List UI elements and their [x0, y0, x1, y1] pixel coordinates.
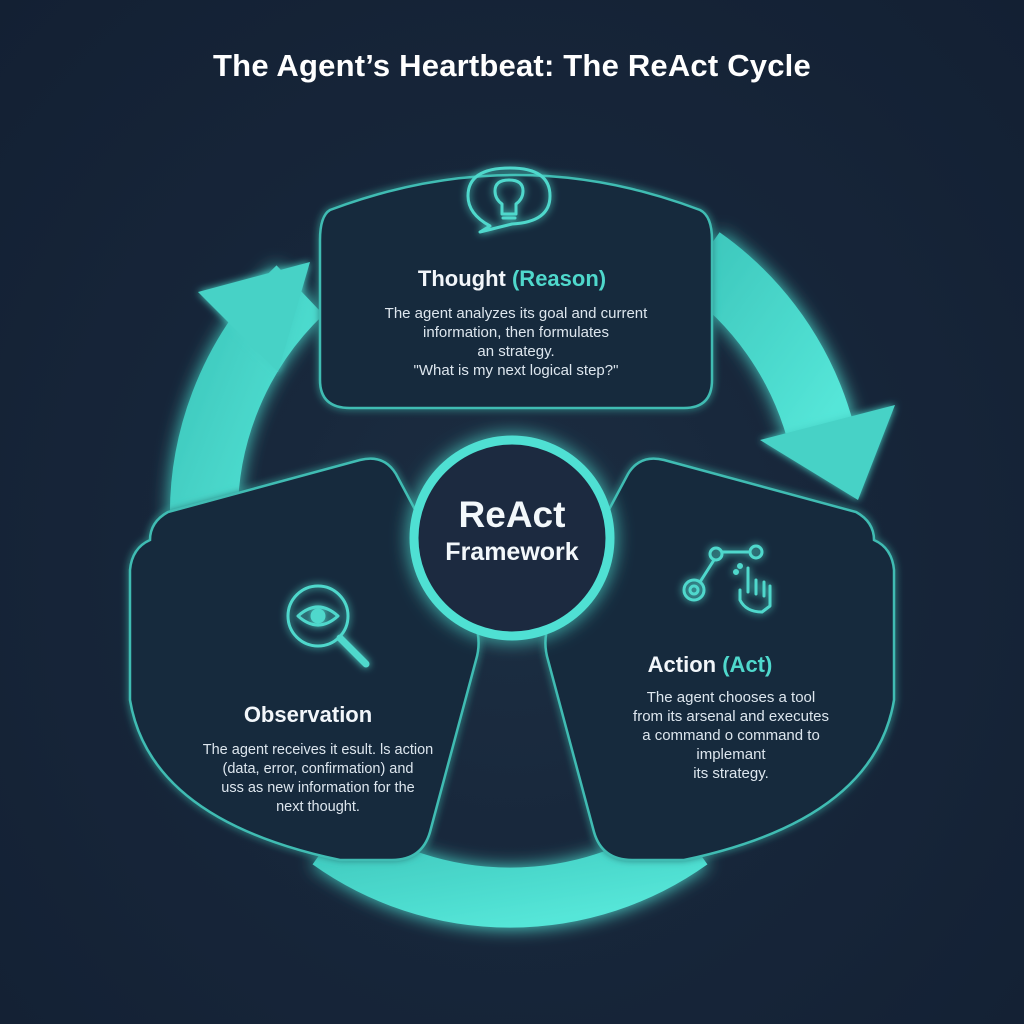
observation-line: (data, error, confirmation) and: [222, 761, 414, 777]
arrow-head-left: [198, 262, 310, 372]
center-circle-glow: [409, 435, 615, 641]
action-line: from its arsenal and executes: [633, 708, 829, 725]
thought-description: The agent analyzes its goal and current …: [356, 304, 676, 380]
observation-description: The agent receives it esult. ls action (…: [168, 741, 468, 817]
action-label-main: Action: [647, 652, 717, 677]
action-description: The agent chooses a tool from its arsena…: [596, 688, 866, 783]
thought-line: "What is my next logical step?": [413, 362, 619, 379]
action-line: its strategy.: [693, 765, 769, 782]
action-label: Action (Act): [620, 652, 800, 678]
thought-line: an strategy.: [477, 343, 555, 360]
observation-line: The agent receives it esult. ls action: [202, 742, 434, 758]
center-subtitle: Framework: [445, 538, 579, 566]
action-line: a command o command to: [642, 727, 820, 744]
observation-line: uss as new information for the: [221, 780, 415, 796]
eye-magnifier-icon: [286, 584, 370, 668]
thought-label-main: Thought: [417, 266, 506, 291]
thought-line: information, then formulates: [423, 324, 609, 341]
observation-line: next thought.: [276, 799, 360, 815]
action-card: [544, 457, 896, 862]
robot-arm-hand-icon: [682, 544, 772, 614]
thought-line: The agent analyzes its goal and current: [384, 305, 648, 322]
observation-label: Observation: [243, 702, 373, 727]
action-line: implemant: [696, 746, 766, 763]
observation-card: [128, 457, 480, 862]
arrow-head-right: [760, 405, 895, 500]
thought-label: Thought (Reason): [412, 266, 612, 292]
thought-card: [318, 173, 714, 410]
diagram-title: The Agent’s Heartbeat: The ReAct Cycle: [213, 48, 811, 83]
thought-label-accent: (Reason): [511, 266, 607, 291]
action-label-accent: (Act): [722, 652, 773, 677]
lightbulb-speech-icon: [466, 166, 552, 234]
action-line: The agent chooses a tool: [646, 689, 816, 706]
center-title: ReAct: [458, 494, 566, 535]
